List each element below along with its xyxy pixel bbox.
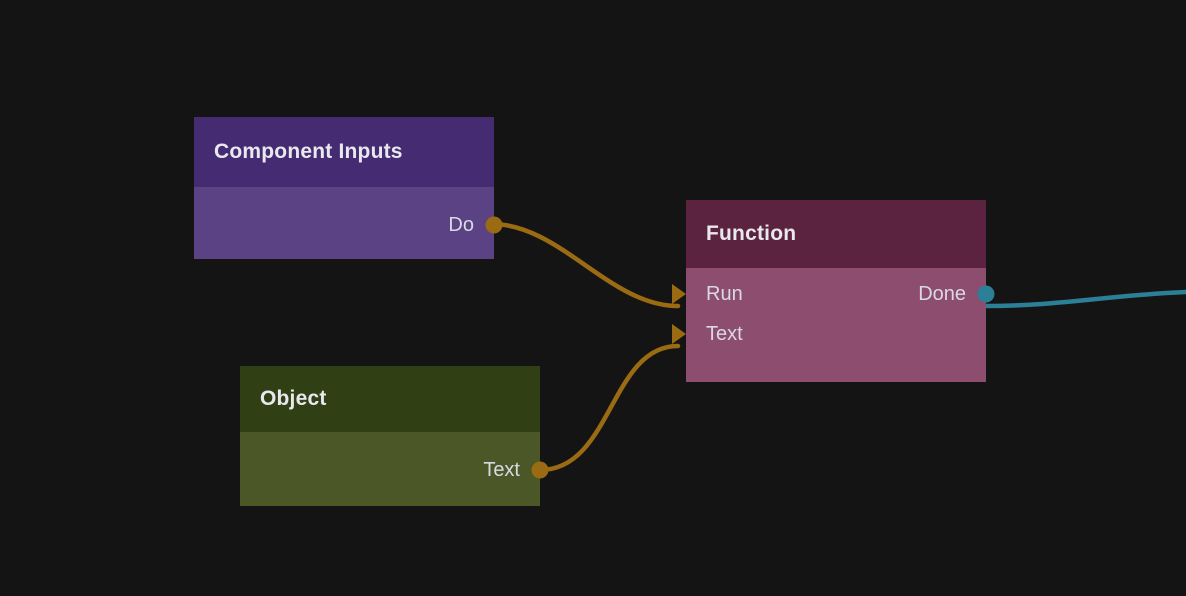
output-port-dot-text[interactable]	[531, 461, 549, 479]
port-row-text-input[interactable]: Text	[672, 314, 986, 354]
node-title-object: Object	[260, 387, 327, 410]
node-body-object: Text	[240, 432, 549, 506]
output-port-label-do: Do	[448, 214, 474, 236]
node-header-function[interactable]: Function	[686, 200, 986, 268]
node-title-function: Function	[706, 222, 797, 245]
input-port-label-text: Text	[706, 323, 743, 345]
output-port-label-done: Done	[918, 283, 966, 305]
output-port-dot-done[interactable]	[977, 285, 995, 303]
input-port-arrow-run[interactable]	[672, 284, 686, 304]
output-port-row-do[interactable]: Do	[194, 205, 503, 245]
node-header-object[interactable]: Object	[240, 366, 540, 432]
output-port-dot-do[interactable]	[485, 216, 503, 234]
node-component-inputs[interactable]: Component Inputs Do	[194, 117, 503, 259]
output-port-row-text[interactable]: Text	[240, 450, 549, 490]
port-row-run-done[interactable]: Run Done	[672, 274, 995, 314]
wire-done-outgoing	[983, 289, 1186, 309]
node-header-component-inputs[interactable]: Component Inputs	[194, 117, 494, 187]
node-body-component-inputs: Do	[194, 187, 503, 259]
input-port-arrow-text[interactable]	[672, 324, 686, 344]
input-port-label-run: Run	[706, 283, 743, 305]
node-title-component-inputs: Component Inputs	[214, 140, 403, 163]
wire-text-to-text	[537, 343, 681, 473]
node-function[interactable]: Function Run Done Text	[672, 200, 995, 382]
node-object[interactable]: Object Text	[240, 366, 549, 506]
node-body-function: Run Done Text	[672, 268, 995, 382]
output-port-label-text: Text	[483, 459, 520, 481]
wire-do-to-run	[489, 221, 681, 309]
